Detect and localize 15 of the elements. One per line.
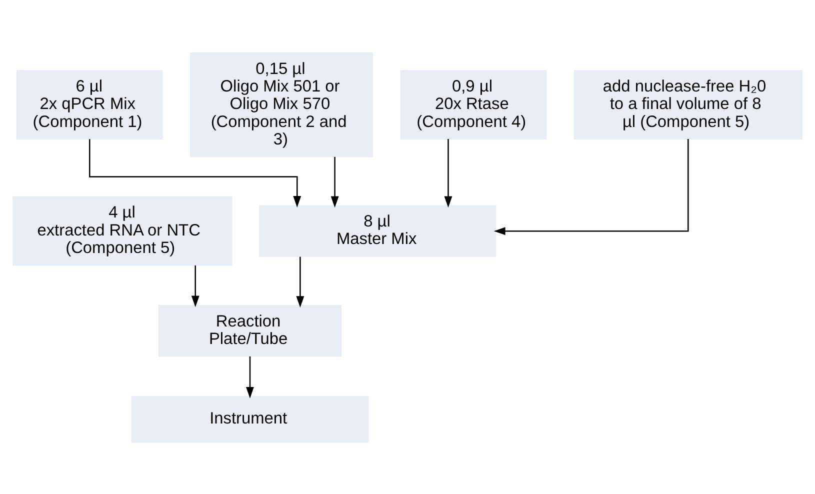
node-box: 6 µl 2x qPCR Mix (Component 1) [16, 70, 163, 140]
node-box: add nuclease-free H₂0 to a final volume of 8 µl (Component 5) [574, 70, 802, 140]
node-box: Instrument [131, 395, 369, 442]
arrow [494, 138, 689, 235]
arrow [444, 138, 452, 208]
arrow [296, 256, 304, 307]
node-box: 0,9 µl 20x Rtase (Component 4) [400, 70, 547, 140]
arrow [191, 264, 200, 307]
node-box: 8 µl Master Mix [258, 204, 496, 256]
node-box: 0,15 µl Oligo Mix 501 or Oligo Mix 570 (Component 2 and 3) [190, 52, 374, 157]
node-box: Reaction Plate/Tube [158, 304, 342, 356]
arrow [330, 156, 339, 208]
arrow [89, 138, 302, 207]
arrow [246, 356, 254, 398]
node-box: 4 µl extracted RNA or NTC (Component 5) [12, 196, 232, 266]
